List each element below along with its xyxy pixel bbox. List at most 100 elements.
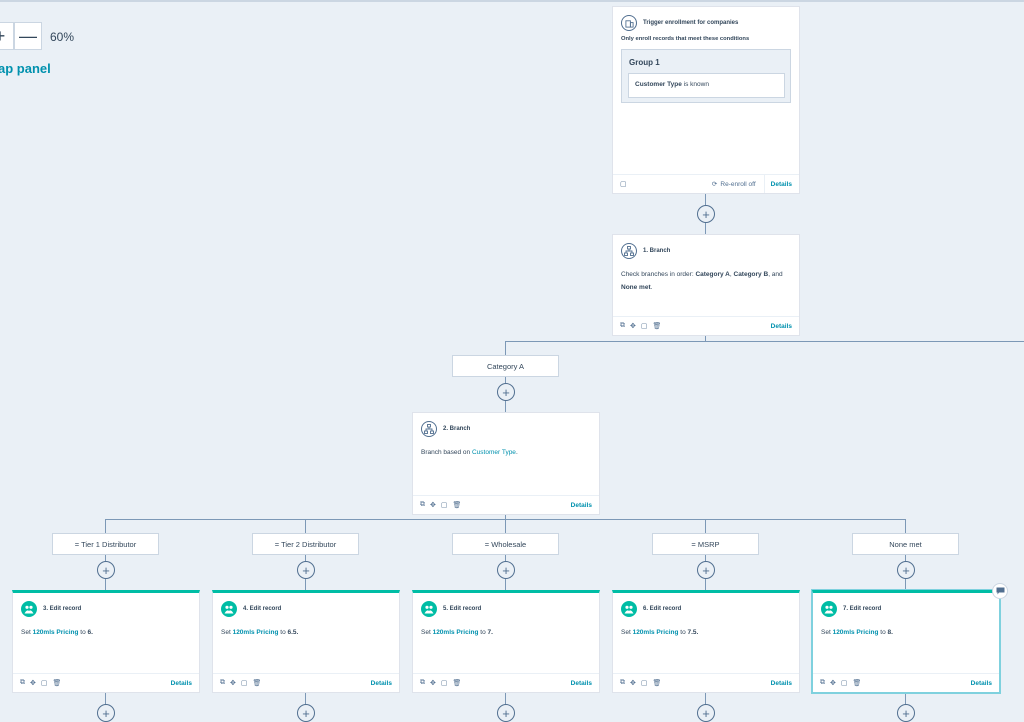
- move-icon[interactable]: ✥: [630, 680, 636, 687]
- group-title: Group 1: [629, 58, 660, 67]
- move-icon[interactable]: ✥: [630, 323, 636, 330]
- copy-icon[interactable]: ⧉: [620, 679, 625, 686]
- branch-card[interactable]: 1. Branch Check branches in order: Categ…: [612, 234, 800, 336]
- branch-text: Check branches in order:: [621, 271, 694, 278]
- add-action-button[interactable]: +: [697, 205, 715, 223]
- details-link[interactable]: Details: [170, 679, 192, 687]
- card-header: Trigger enrollment for companies: [621, 15, 738, 31]
- connector-line: [105, 519, 106, 533]
- action-title: 4. Edit record: [243, 606, 282, 612]
- move-icon[interactable]: ✥: [230, 680, 236, 687]
- card-header: 5. Edit record: [421, 601, 481, 617]
- connector-line: [505, 514, 506, 520]
- clone-icon[interactable]: ▢: [640, 680, 648, 687]
- copy-icon[interactable]: ⧉: [620, 322, 625, 329]
- zoom-out-button[interactable]: —: [14, 22, 42, 50]
- details-link[interactable]: Details: [570, 501, 592, 509]
- add-action-button[interactable]: +: [297, 704, 315, 722]
- branch-label-msrp[interactable]: = MSRP: [652, 533, 759, 555]
- details-link[interactable]: Details: [570, 679, 592, 687]
- card-footer: ⧉ ✥ ▢ 🗑 Details: [413, 673, 599, 692]
- branch-property: Customer Type: [471, 449, 516, 456]
- clone-icon[interactable]: ▢: [620, 181, 627, 188]
- comment-icon[interactable]: [992, 583, 1008, 599]
- branch-name-category-a: Category A: [695, 271, 730, 278]
- details-link[interactable]: Details: [370, 679, 392, 687]
- branch-icon: [421, 421, 437, 437]
- copy-icon[interactable]: ⧉: [220, 679, 225, 686]
- action-property: 120mls Pricing: [32, 629, 79, 636]
- trash-icon[interactable]: 🗑: [452, 680, 462, 687]
- branch-label-none-met[interactable]: None met: [852, 533, 959, 555]
- branch-name-category-b: Category B: [733, 271, 769, 278]
- move-icon[interactable]: ✥: [430, 502, 436, 509]
- trash-icon[interactable]: 🗑: [452, 502, 462, 509]
- card-footer: ⧉ ✥ ▢ 🗑 Details: [413, 495, 599, 514]
- details-link[interactable]: Details: [970, 679, 992, 687]
- card-header: 2. Branch: [421, 421, 470, 437]
- add-action-button[interactable]: +: [97, 561, 115, 579]
- move-icon[interactable]: ✥: [830, 680, 836, 687]
- add-action-button[interactable]: +: [497, 704, 515, 722]
- clone-icon[interactable]: ▢: [640, 323, 648, 330]
- card-footer: ⧉ ✥ ▢ 🗑 Details: [813, 673, 999, 692]
- add-action-button[interactable]: +: [497, 561, 515, 579]
- add-action-button[interactable]: +: [697, 704, 715, 722]
- edit-record-card[interactable]: 5. Edit record Set 120mls Pricing to 7. …: [412, 590, 600, 693]
- clone-icon[interactable]: ▢: [440, 502, 448, 509]
- branch-card[interactable]: 2. Branch Branch based on Customer Type.…: [412, 412, 600, 515]
- copy-icon[interactable]: ⧉: [820, 679, 825, 686]
- details-link[interactable]: Details: [770, 322, 792, 330]
- add-action-button[interactable]: +: [497, 383, 515, 401]
- action-description: Set 120mls Pricing to 7.: [421, 626, 493, 639]
- condition-group[interactable]: Group 1 Customer Type is known: [621, 49, 791, 103]
- zoom-in-button[interactable]: +: [0, 22, 14, 50]
- branch-label-tier-1[interactable]: = Tier 1 Distributor: [52, 533, 159, 555]
- reenroll-label: Re-enroll off: [720, 180, 756, 188]
- trash-icon[interactable]: 🗑: [52, 680, 62, 687]
- card-footer: ⧉ ✥ ▢ 🗑 Details: [613, 673, 799, 692]
- trash-icon[interactable]: 🗑: [652, 680, 662, 687]
- connector-line: [505, 341, 1024, 342]
- branch-description: Branch based on Customer Type.: [421, 446, 518, 459]
- add-action-button[interactable]: +: [897, 704, 915, 722]
- trash-icon[interactable]: 🗑: [252, 680, 262, 687]
- copy-icon[interactable]: ⧉: [20, 679, 25, 686]
- move-icon[interactable]: ✥: [430, 680, 436, 687]
- map-panel-toggle[interactable]: ap panel: [0, 61, 51, 76]
- trigger-subtitle: Only enroll records that meet these cond…: [621, 36, 750, 42]
- edit-record-card-selected[interactable]: 7. Edit record Set 120mls Pricing to 8. …: [812, 590, 1000, 693]
- connector-line: [505, 692, 506, 713]
- clone-icon[interactable]: ▢: [440, 680, 448, 687]
- trigger-title: Trigger enrollment for companies: [643, 20, 739, 26]
- set-text: Set: [621, 629, 631, 636]
- edit-record-card[interactable]: 6. Edit record Set 120mls Pricing to 7.5…: [612, 590, 800, 693]
- to-text: to: [480, 629, 486, 636]
- branch-label-category-a[interactable]: Category A: [452, 355, 559, 377]
- card-header: 3. Edit record: [21, 601, 81, 617]
- trash-icon[interactable]: 🗑: [652, 323, 662, 330]
- trigger-card[interactable]: Trigger enrollment for companies Only en…: [612, 6, 800, 194]
- action-description: Set 120mls Pricing to 6.5.: [221, 626, 298, 639]
- action-property: 120mls Pricing: [232, 629, 279, 636]
- clone-icon[interactable]: ▢: [240, 680, 248, 687]
- move-icon[interactable]: ✥: [30, 680, 36, 687]
- reenroll-toggle[interactable]: ⟳ Re-enroll off: [712, 180, 756, 189]
- branch-label-wholesale[interactable]: = Wholesale: [452, 533, 559, 555]
- add-action-button[interactable]: +: [297, 561, 315, 579]
- condition-filter[interactable]: Customer Type is known: [628, 73, 785, 98]
- add-action-button[interactable]: +: [97, 704, 115, 722]
- details-link[interactable]: Details: [770, 679, 792, 687]
- add-action-button[interactable]: +: [897, 561, 915, 579]
- clone-icon[interactable]: ▢: [40, 680, 48, 687]
- edit-record-card[interactable]: 4. Edit record Set 120mls Pricing to 6.5…: [212, 590, 400, 693]
- trash-icon[interactable]: 🗑: [852, 680, 862, 687]
- copy-icon[interactable]: ⧉: [420, 501, 425, 508]
- clone-icon[interactable]: ▢: [840, 680, 848, 687]
- trigger-details-link[interactable]: Details: [763, 175, 799, 193]
- add-action-button[interactable]: +: [697, 561, 715, 579]
- set-text: Set: [21, 629, 31, 636]
- copy-icon[interactable]: ⧉: [420, 679, 425, 686]
- branch-label-tier-2[interactable]: = Tier 2 Distributor: [252, 533, 359, 555]
- edit-record-card[interactable]: 3. Edit record Set 120mls Pricing to 6. …: [12, 590, 200, 693]
